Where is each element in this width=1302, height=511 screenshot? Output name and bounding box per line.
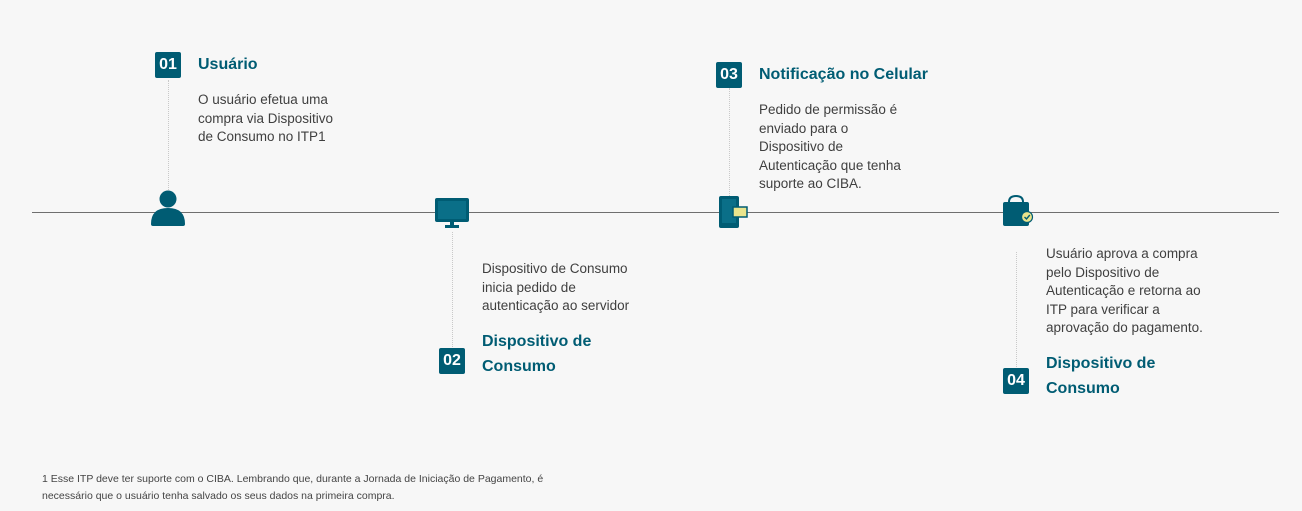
step-description: Dispositivo de Consumo inicia pedido de … — [482, 261, 630, 313]
shopping-bag-check-icon — [1003, 194, 1034, 226]
step-title: Notificação no Celular — [759, 66, 928, 83]
step-title: Dispositivo de Consumo — [1046, 355, 1156, 397]
connector-step-1 — [168, 80, 169, 190]
phone-notification-icon — [719, 196, 748, 228]
step-number-badge: 03 — [716, 62, 742, 88]
connector-step-2 — [452, 232, 453, 347]
step-number-badge: 02 — [439, 348, 465, 374]
connector-step-3 — [729, 88, 730, 198]
footnote: 1 Esse ITP deve ter suporte com o CIBA. … — [42, 473, 544, 502]
timeline-line — [32, 212, 1279, 213]
step-title: Usuário — [198, 56, 258, 73]
monitor-icon — [435, 198, 469, 228]
step-title: Dispositivo de Consumo — [482, 333, 592, 375]
step-description: O usuário efetua uma compra via Disposit… — [198, 92, 334, 144]
step-description: Pedido de permissão é enviado para o Dis… — [759, 102, 901, 191]
user-icon — [151, 190, 185, 226]
step-description: Usuário aprova a compra pelo Dispositivo… — [1046, 246, 1203, 335]
step-number-badge: 04 — [1003, 368, 1029, 394]
connector-step-4 — [1016, 252, 1017, 367]
step-number-badge: 01 — [155, 52, 181, 78]
